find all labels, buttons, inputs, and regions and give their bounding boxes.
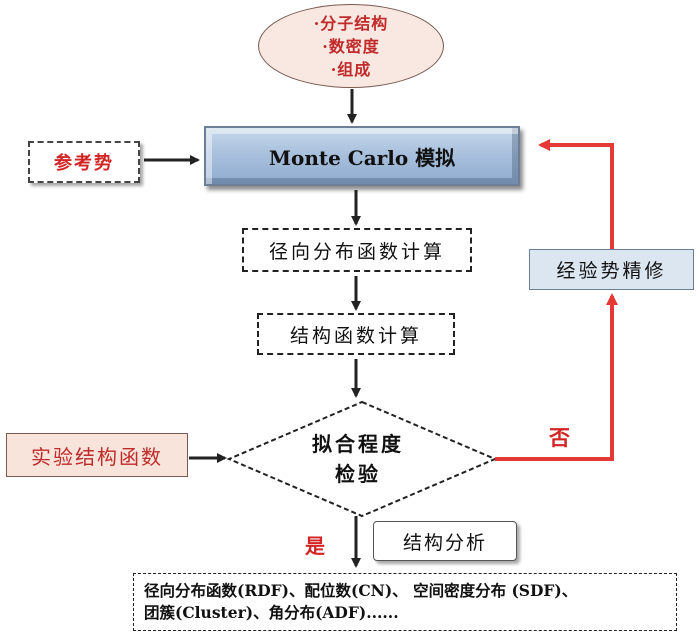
reference-potential-label: 参考势 bbox=[54, 153, 114, 174]
monte-carlo-label: Monte Carlo 模拟 bbox=[268, 145, 456, 170]
monte-carlo-box: Monte Carlo 模拟 bbox=[204, 126, 520, 186]
fit-check-label: 拟合程度 检验 bbox=[288, 424, 428, 494]
experimental-sf-box: 实验结构函数 bbox=[6, 433, 188, 477]
input-line-density: ·数密度 bbox=[322, 36, 380, 56]
input-line-composition: ·组成 bbox=[330, 59, 372, 79]
structure-analysis-box: 结构分析 bbox=[373, 521, 517, 561]
rdf-calc-box: 径向分布函数计算 bbox=[242, 228, 472, 272]
input-conditions-ellipse: ·分子结构 ·数密度 ·组成 bbox=[258, 4, 444, 88]
structure-analysis-label: 结构分析 bbox=[402, 531, 487, 554]
rdf-calc-label: 径向分布函数计算 bbox=[268, 240, 445, 263]
structure-factor-calc-box: 结构函数计算 bbox=[257, 313, 455, 355]
structure-factor-calc-label: 结构函数计算 bbox=[289, 324, 422, 347]
fit-check-diamond bbox=[226, 400, 498, 518]
outputs-line2: 团簇(Cluster)、角分布(ADF)...... bbox=[144, 603, 399, 622]
arrow-refinement-to-mc bbox=[538, 139, 614, 249]
outputs-box: 径向分布函数(RDF)、配位数(CN)、 空间密度分布 (SDF)、 团簇(Cl… bbox=[133, 573, 677, 631]
outputs-line1: 径向分布函数(RDF)、配位数(CN)、 空间密度分布 (SDF)、 bbox=[144, 581, 578, 600]
arrow-no-to-refinement bbox=[495, 293, 618, 461]
input-line-structure: ·分子结构 bbox=[313, 13, 389, 33]
empirical-refinement-box: 经验势精修 bbox=[529, 249, 694, 290]
experimental-sf-label: 实验结构函数 bbox=[31, 444, 163, 469]
fit-check-line1: 拟合程度 bbox=[312, 432, 404, 456]
fit-check-line2: 检验 bbox=[335, 462, 381, 486]
empirical-refinement-label: 经验势精修 bbox=[556, 260, 667, 282]
branch-no-label: 否 bbox=[549, 425, 570, 450]
branch-yes-label: 是 bbox=[305, 534, 325, 558]
reference-potential-box: 参考势 bbox=[28, 141, 140, 183]
